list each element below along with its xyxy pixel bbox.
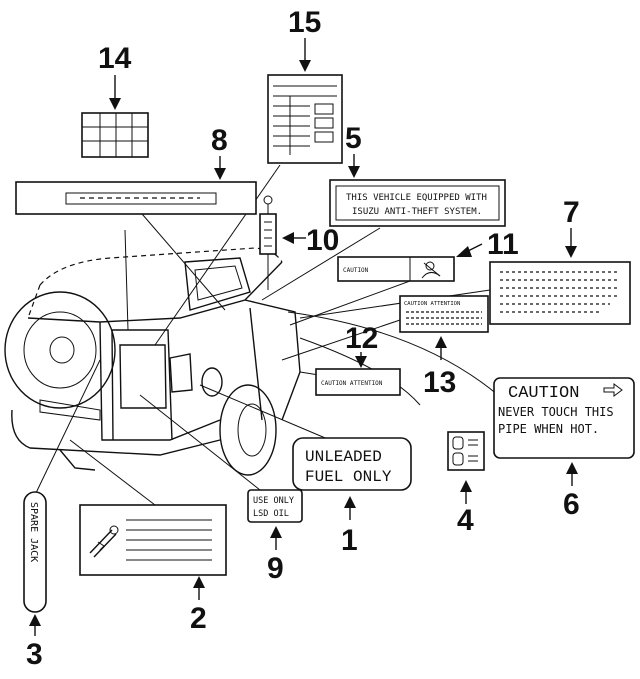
label-9-lsd-oil: USE ONLY LSD OIL 9 [247,489,303,585]
label-12-caution-attention: CAUTION ATTENTION 12 [315,322,401,396]
unleaded-line1: UNLEADED [305,448,382,466]
callout-15: 15 [288,6,321,39]
label-6-caution-hot: CAUTION NEVER TOUCH THIS PIPE WHEN HOT. … [493,377,635,521]
caution-attention-13: CAUTION ATTENTION [404,301,460,307]
label-3-spare-jack: SPARE JACK 3 [23,491,47,671]
caution-line1: NEVER TOUCH THIS [498,405,614,419]
callout-3: 3 [26,638,43,671]
callout-5: 5 [345,122,362,155]
callout-9: 9 [267,552,284,585]
callout-8: 8 [211,124,228,157]
label-10-tag: 10 [259,195,339,257]
arrow-right-icon [603,383,623,397]
label-5-antitheft: THIS VEHICLE EQUIPPED WITH ISUZU ANTI-TH… [329,122,506,227]
callout-7: 7 [563,196,580,229]
caution-11: CAUTION [343,267,369,274]
label-8-strip: 8 [15,124,257,215]
callout-12: 12 [345,322,378,355]
label-7-info: 7 [489,196,631,325]
seatbelt-icon [421,261,441,279]
lsd-line2: LSD OIL [253,509,289,519]
callout-13: 13 [423,366,456,399]
tire-icon [452,436,478,466]
unleaded-line2: FUEL ONLY [305,468,392,486]
callout-4: 4 [457,504,474,537]
lsd-line1: USE ONLY [253,496,294,506]
label-14-grid: 14 [81,42,149,158]
leader-lines [34,164,499,506]
jack-tool-icon [89,525,119,558]
antitheft-line2: ISUZU ANTI-THEFT SYSTEM. [352,207,482,217]
caution-attention-12: CAUTION ATTENTION [321,380,383,387]
callout-6: 6 [563,488,580,521]
vehicle-outline [4,247,301,476]
callout-2: 2 [190,602,207,635]
label-4-small: 4 [447,431,485,537]
label-1-unleaded: UNLEADED FUEL ONLY 1 [292,437,412,557]
antitheft-line1: THIS VEHICLE EQUIPPED WITH [346,193,487,203]
callout-1: 1 [341,524,358,557]
label-13-caution-attention: CAUTION ATTENTION 13 [399,295,489,399]
label-15-chart: 15 [267,6,343,164]
callout-11: 11 [487,228,519,261]
callout-14: 14 [98,42,132,75]
label-2-jack-instructions: 2 [79,504,227,635]
caution-title: CAUTION [508,384,579,403]
callout-10: 10 [306,224,339,257]
label-11-caution: CAUTION 11 [337,228,519,282]
caution-line2: PIPE WHEN HOT. [498,422,599,436]
jack-label: SPARE JACK [28,502,39,562]
